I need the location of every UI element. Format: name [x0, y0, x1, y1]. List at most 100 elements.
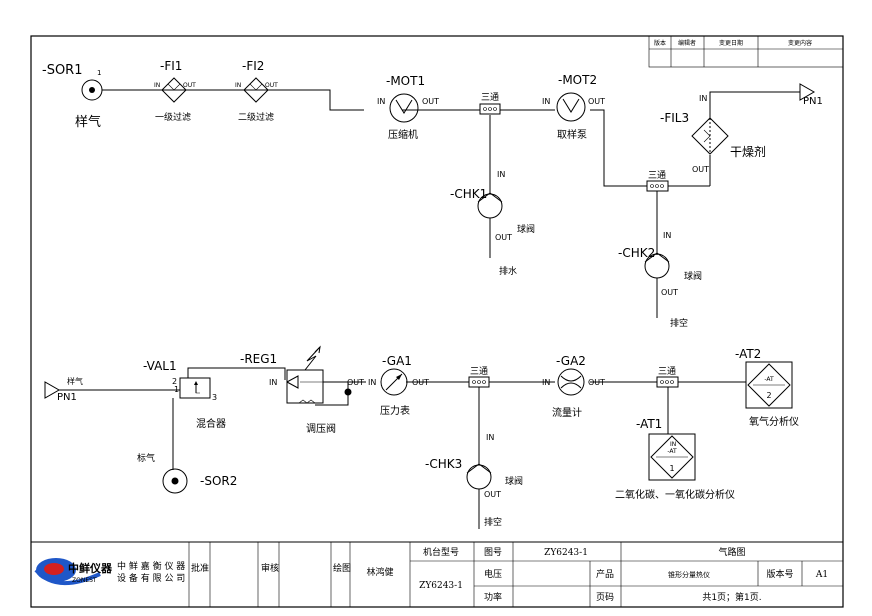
rev-date-header: 变更日期 [719, 39, 743, 47]
ga2-out: OUT [588, 378, 605, 387]
sor1-source: -SOR1 1 样气 [42, 63, 103, 130]
val1-label: 混合器 [196, 417, 226, 430]
ga1-label: 压力表 [380, 404, 410, 417]
ga2-flowmeter: -GA2 IN OUT 流量计 [542, 354, 605, 419]
company-line2: 设 备 有 限 公 司 [117, 572, 185, 584]
ga1-tag: -GA1 [382, 354, 412, 368]
at1-inner: -AT [667, 448, 677, 455]
mot2-tag: -MOT2 [558, 73, 597, 87]
mot2-in: IN [542, 97, 550, 106]
chk3-in: IN [486, 433, 494, 442]
fil3-dryer: -FIL3 IN OUT 干燥剂 [660, 94, 766, 174]
ga2-label: 流量计 [552, 406, 582, 419]
ga1-in: IN [368, 378, 376, 387]
chk2-in: IN [663, 231, 671, 240]
mot1-out: OUT [422, 97, 439, 106]
sor1-tag: -SOR1 [42, 63, 82, 78]
drawn-text: 绘图 [333, 562, 351, 574]
tee3-label: 三通 [470, 366, 488, 377]
fil3-in: IN [699, 94, 707, 103]
version-label: 版本号 [766, 568, 793, 580]
approve-label: 批准 [191, 562, 209, 574]
pn1-top-label: PN1 [803, 96, 823, 107]
at1-num: 1 [669, 464, 674, 473]
fil3-label: 干燥剂 [730, 144, 766, 159]
at2-label: 氧气分析仪 [749, 415, 799, 428]
fil3-tag: -FIL3 [660, 111, 689, 125]
fi1-filter: -FI1 IN OUT 一级过滤 [154, 59, 196, 123]
chk2-label: 球阀 [684, 270, 702, 282]
ga1-gauge: -GA1 IN OUT 压力表 [368, 354, 429, 417]
chk3-label: 球阀 [505, 475, 523, 487]
sheet-border [30, 35, 844, 608]
fi1-out: OUT [183, 82, 196, 89]
fi2-out: OUT [265, 82, 278, 89]
ga2-in: IN [542, 378, 550, 387]
rev-version-header: 版本 [654, 39, 666, 47]
chk3-valve: -CHK3 IN OUT 球阀 排空 [425, 433, 523, 529]
fi1-label: 一级过滤 [155, 111, 191, 123]
drawing-no-label: 图号 [484, 547, 502, 558]
chk3-drain: 排空 [484, 516, 502, 528]
rev-content-header: 变更内容 [788, 39, 812, 47]
chk3-out: OUT [484, 490, 501, 499]
logo-text: 中鲜仪器 [68, 561, 113, 575]
mot2-label: 取样泵 [557, 128, 587, 141]
page-value: 共1页；第1页. [702, 591, 761, 603]
power-label: 功率 [484, 591, 502, 603]
val1-mixer: -VAL1 1 2 3 混合器 [143, 359, 226, 430]
chk1-valve: -CHK1 IN OUT 球阀 排水 [450, 170, 535, 277]
at2-analyzer: -AT 2 -AT2 氧气分析仪 [735, 347, 799, 428]
title-block [31, 541, 843, 607]
sor2-tag: -SOR2 [200, 474, 237, 488]
product-label: 产品 [596, 568, 614, 580]
fi2-label: 二级过滤 [238, 111, 274, 123]
sor2-source: -SOR2 标气 [137, 452, 237, 494]
product-value: 锥形分量热仪 [668, 570, 710, 579]
tee1: 三通 [479, 92, 501, 115]
at2-inner: -AT [764, 376, 774, 383]
reg1-tag: -REG1 [240, 352, 277, 366]
mot2-pump: -MOT2 IN OUT 取样泵 [542, 73, 605, 141]
at1-tag: -AT1 [636, 417, 662, 431]
fi1-tag: -FI1 [160, 59, 182, 73]
reg1-junction-dot [344, 388, 352, 396]
rev-editor-header: 编辑者 [678, 39, 696, 47]
review-text: 审核 [261, 562, 279, 574]
chk1-tag: -CHK1 [450, 187, 487, 201]
tee2: 三通 [646, 170, 669, 192]
val1-p2: 2 [172, 377, 177, 386]
pn1-top-port: PN1 [799, 83, 823, 107]
mot2-out: OUT [588, 97, 605, 106]
chk2-drain: 排空 [670, 317, 688, 329]
at1-in: IN [670, 441, 676, 448]
version-value: A1 [815, 570, 828, 580]
reg1-out: OUT [347, 378, 364, 387]
company-line1: 中 鲜 嘉 衡 仪 器 [117, 560, 185, 572]
chk1-drain: 排水 [499, 265, 517, 277]
val1-p3: 3 [212, 393, 217, 402]
drawer-name: 林鸿健 [366, 566, 393, 578]
voltage-label: 电压 [484, 568, 502, 580]
chk2-valve: -CHK2 IN OUT 球阀 排空 [618, 231, 702, 329]
mot1-tag: -MOT1 [386, 74, 425, 88]
pn1-bottom-port: PN1 样气 [44, 376, 83, 403]
reg1-in: IN [269, 378, 277, 387]
fi1-in: IN [154, 82, 160, 89]
chk3-tag: -CHK3 [425, 457, 462, 471]
drawn-label: 绘图 [333, 562, 351, 574]
sor1-label: 样气 [75, 114, 101, 130]
fi2-filter: -FI2 IN OUT 二级过滤 [235, 59, 278, 123]
chk1-in: IN [497, 170, 505, 179]
fil3-out: OUT [692, 165, 709, 174]
review-label: 审核 [261, 562, 279, 574]
chk2-tag: -CHK2 [618, 246, 655, 260]
page-label: 页码 [596, 592, 614, 603]
at1-analyzer: -AT 1 -AT1 IN 二氧化碳、一氧化碳分析仪 [615, 417, 735, 501]
chk1-out: OUT [495, 233, 512, 242]
reg1-regulator: -REG1 IN OUT 调压阀 [240, 345, 364, 435]
fi2-in: IN [235, 82, 241, 89]
top-pipes [102, 89, 800, 255]
model-value: ZY6243-1 [419, 581, 463, 591]
